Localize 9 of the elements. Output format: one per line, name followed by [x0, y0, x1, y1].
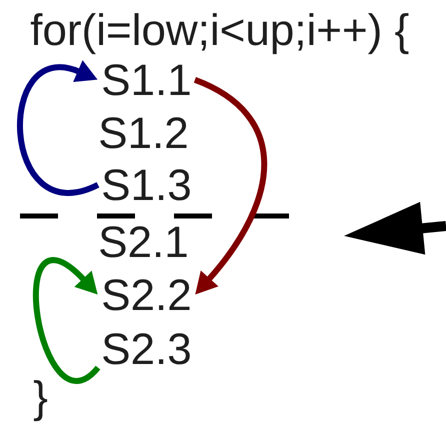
code-line: for(i=low;i<up;i++) { — [30, 13, 408, 54]
code-line: S2.2 — [103, 279, 190, 310]
arrow — [17, 60, 99, 196]
code-line: S1.1 — [103, 64, 190, 96]
code-line: S1.2 — [100, 117, 186, 148]
code-line: S2.3 — [103, 333, 190, 364]
code-line: S2.1 — [100, 226, 187, 258]
code-line: } — [34, 380, 48, 422]
code-line: S1.3 — [103, 169, 190, 200]
